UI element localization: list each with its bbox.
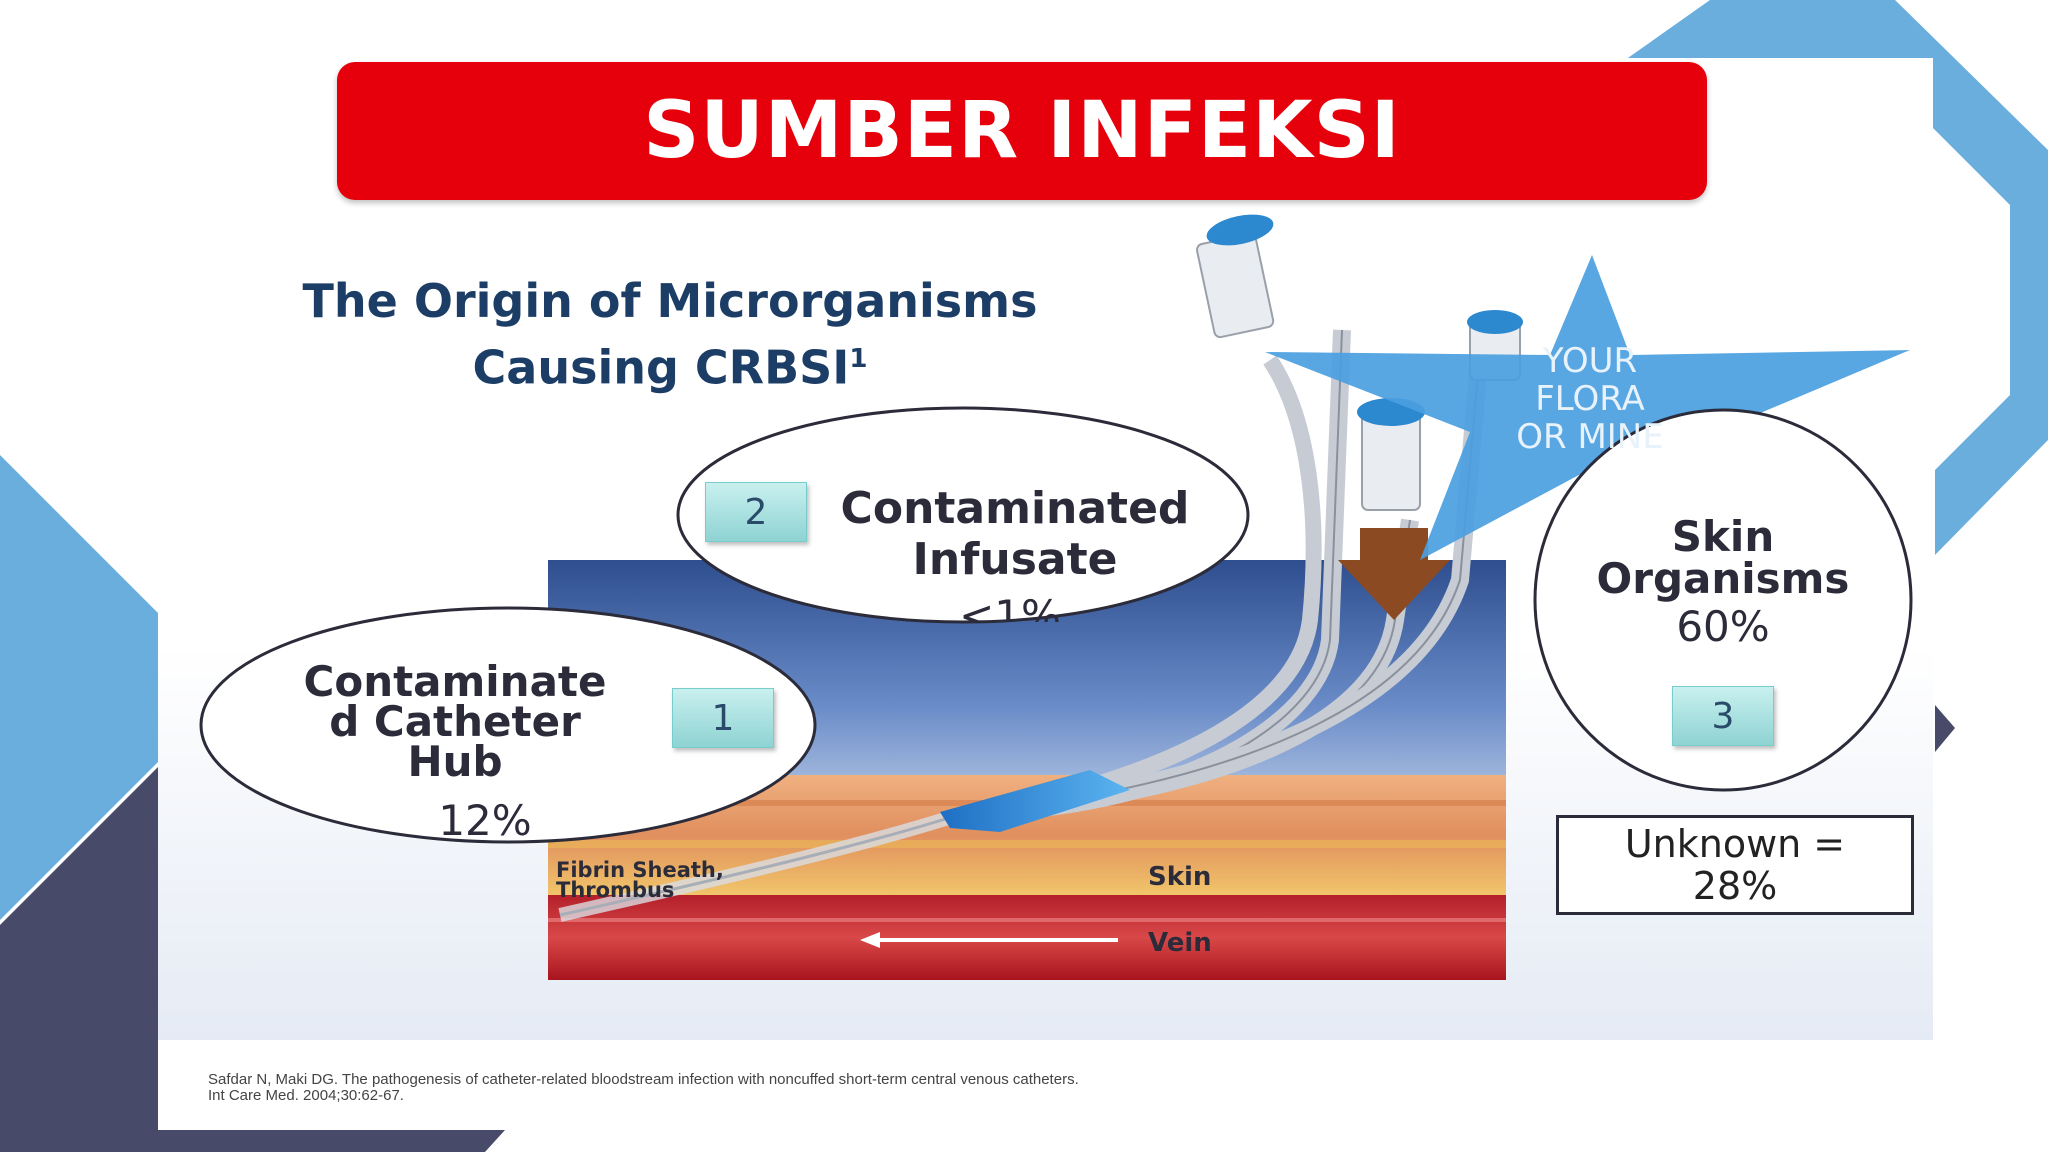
citation-line1: Safdar N, Maki DG. The pathogenesis of c…: [208, 1071, 1079, 1088]
star-text-line3: OR MINE: [1516, 417, 1664, 457]
unknown-line2: 28%: [1692, 864, 1778, 908]
source-1-ellipse: [199, 606, 817, 844]
left-accent-shape: [0, 455, 160, 920]
slide-title: SUMBER INFEKSI: [643, 86, 1401, 176]
source-1-label-line1: Contaminate: [303, 657, 607, 706]
left-navy-shape: [0, 765, 505, 1152]
source-2-percent: <1%: [959, 592, 1061, 622]
fibrin-label-line1: Fibrin Sheath,: [556, 858, 724, 882]
title-banner: SUMBER INFEKSI: [337, 62, 1707, 200]
source-1-percent: 12%: [438, 796, 532, 845]
source-1-label-line3: Hub: [407, 737, 503, 786]
source-3-number-box: 3: [1672, 686, 1774, 746]
citation-line2: Int Care Med. 2004;30:62-67.: [208, 1087, 404, 1104]
top-right-accent-shape: [1625, 0, 2048, 555]
diagram-heading-superscript: 1: [849, 344, 868, 374]
fibrin-label-line2: Thrombus: [556, 878, 675, 902]
source-3-label-line2: Organisms: [1596, 554, 1850, 603]
infusate-arrow: [1338, 528, 1450, 620]
skin-label: Skin: [1148, 862, 1212, 892]
citation: Safdar N, Maki DG. The pathogenesis of c…: [208, 1072, 1608, 1104]
source-2-number-box: 2: [705, 482, 807, 542]
right-navy-notch: [1935, 705, 1955, 752]
star-text-line1: YOUR: [1542, 341, 1638, 381]
source-1-label-line2: d Catheter: [329, 697, 581, 746]
source-2-label-line2: Infusate: [912, 533, 1118, 585]
source-1-label: Contaminate d Catheter Hub: [240, 657, 670, 786]
diagram-heading-line2-wrap: Causing CRBSI1: [180, 330, 1160, 396]
source-3-label-line1: Skin: [1671, 512, 1775, 561]
vein-label: Vein: [1148, 928, 1212, 958]
source-3-label: Skin Organisms: [1540, 516, 1906, 600]
source-2-label-line1: Contaminated: [840, 483, 1190, 534]
star-text-line2: FLORA: [1535, 379, 1645, 419]
source-3-percent: 60%: [1676, 602, 1770, 651]
diagram-heading-line2: Causing CRBSI: [472, 340, 850, 395]
unknown-line1: Unknown =: [1624, 822, 1846, 866]
source-2-label: Contaminated Infusate: [795, 483, 1235, 585]
vein-layer: [548, 895, 1506, 980]
connector-left: [1196, 232, 1275, 339]
source-2-ellipse: [676, 406, 1250, 624]
catheter-hub: [940, 770, 1130, 832]
star-text: YOUR FLORA OR MINE: [1460, 342, 1720, 456]
source-1-number-box: 1: [672, 688, 774, 748]
diagram-heading-line1: The Origin of Microrganisms: [302, 274, 1038, 328]
fibrin-label: Fibrin Sheath, Thrombus: [556, 858, 724, 902]
unknown-box: Unknown = 28%: [1556, 815, 1914, 915]
diagram-heading: The Origin of Microrganisms Causing CRBS…: [180, 272, 1160, 396]
source-3-ellipse: [1533, 408, 1913, 792]
